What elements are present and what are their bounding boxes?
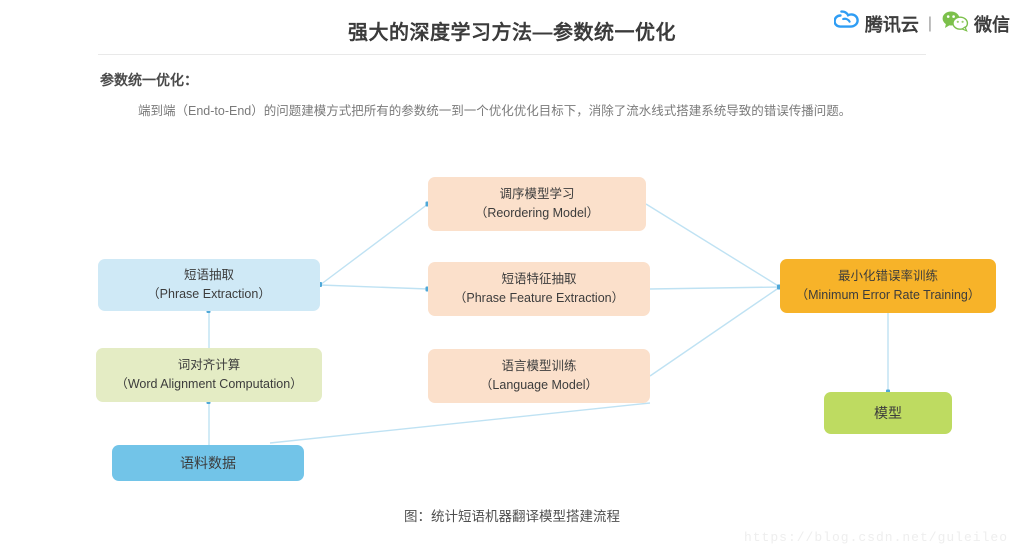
- flow-diagram: 短语抽取 （Phrase Extraction） 词对齐计算 （Word Ali…: [0, 150, 1024, 510]
- header-divider: [98, 54, 926, 55]
- node-title-cn: 模型: [874, 405, 902, 421]
- section-paragraph: 端到端（End-to-End）的问题建模方式把所有的参数统一到一个优化优化目标下…: [138, 104, 852, 118]
- node-phrase-extraction[interactable]: 短语抽取 （Phrase Extraction）: [98, 259, 320, 311]
- node-model[interactable]: 模型: [824, 392, 952, 434]
- brand-bar: 腾讯云 | 微信: [833, 10, 1010, 37]
- node-corpus[interactable]: 语料数据: [112, 445, 304, 481]
- node-minimum-error-rate-training[interactable]: 最小化错误率训练 （Minimum Error Rate Training）: [780, 259, 996, 313]
- node-title-en: （Reordering Model）: [474, 206, 600, 220]
- wechat-icon: [941, 10, 969, 37]
- node-language-model[interactable]: 语言模型训练 （Language Model）: [428, 349, 650, 403]
- brand-separator: |: [927, 14, 932, 32]
- tencent-cloud-icon: [833, 10, 860, 37]
- node-title-en: （Language Model）: [479, 378, 599, 392]
- brand-wechat: 微信: [941, 10, 1010, 37]
- page-header: 强大的深度学习方法—参数统一优化 腾讯云 |: [0, 0, 1024, 55]
- node-title-cn: 短语特征抽取: [501, 272, 577, 286]
- watermark-url: https://blog.csdn.net/guleileo: [743, 530, 1008, 545]
- node-phrase-feature-extraction[interactable]: 短语特征抽取 （Phrase Feature Extraction）: [428, 262, 650, 316]
- node-title-cn: 短语抽取: [183, 268, 234, 282]
- node-reordering-model[interactable]: 调序模型学习 （Reordering Model）: [428, 177, 646, 231]
- page-title: 强大的深度学习方法—参数统一优化: [348, 22, 676, 44]
- node-word-alignment[interactable]: 词对齐计算 （Word Alignment Computation）: [96, 348, 322, 402]
- node-title-cn: 调序模型学习: [499, 187, 575, 201]
- node-title-cn: 语料数据: [180, 455, 236, 471]
- node-title-cn: 词对齐计算: [177, 358, 241, 372]
- node-title-en: （Phrase Extraction）: [147, 287, 271, 301]
- brand-label-wechat: 微信: [974, 14, 1010, 35]
- brand-label-tencent-cloud: 腾讯云: [864, 14, 919, 35]
- figure-caption: 图：统计短语机器翻译模型搭建流程: [404, 509, 620, 524]
- node-title-cn: 最小化错误率训练: [837, 269, 938, 283]
- node-title-en: （Minimum Error Rate Training）: [795, 288, 981, 302]
- node-title-en: （Word Alignment Computation）: [115, 377, 303, 391]
- brand-tencent-cloud: 腾讯云: [833, 10, 919, 37]
- node-title-en: （Phrase Feature Extraction）: [453, 291, 625, 305]
- section-heading: 参数统一优化：: [100, 72, 198, 88]
- node-title-cn: 语言模型训练: [501, 359, 577, 373]
